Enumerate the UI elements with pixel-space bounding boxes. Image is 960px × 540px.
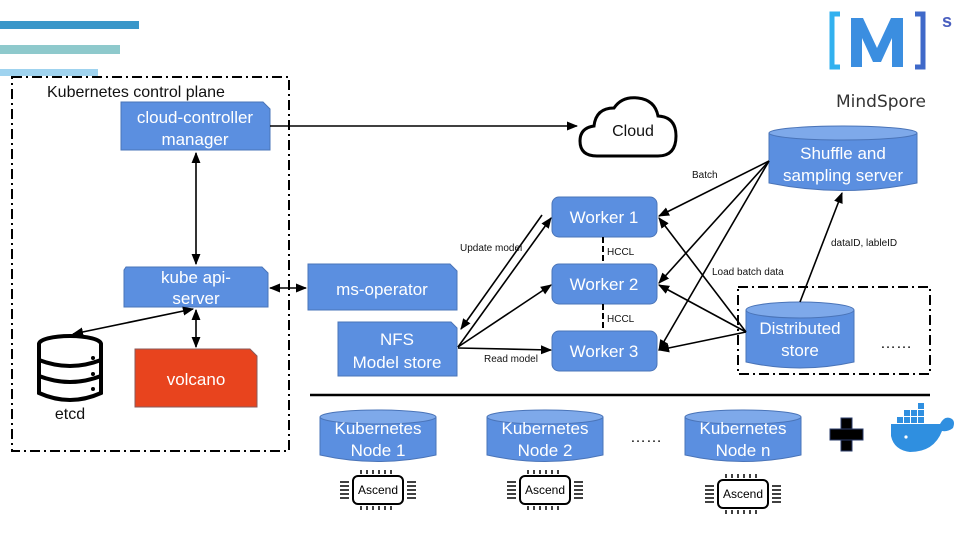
node-1-label-2: Node 1 [351, 441, 406, 460]
arrow-batch-worker1 [657, 160, 770, 217]
read-model-label: Read model [484, 354, 538, 365]
node-2-label-2: Node 2 [518, 441, 573, 460]
nodes-ellipsis: …… [630, 429, 662, 446]
distributed-store-label-1: Distributed [759, 319, 840, 338]
kubernetes-node-n[interactable]: Kubernetes Node n [684, 409, 802, 462]
hccl-label-1: HCCL [607, 247, 635, 258]
distributed-store-more: …… [880, 335, 912, 352]
load-batch-data-label: Load batch data [712, 267, 784, 278]
arrow-dataid-labelid [799, 191, 843, 303]
cloud-controller-label-2: manager [161, 130, 228, 149]
docker-whale-icon [891, 403, 954, 452]
control-plane-title: Kubernetes control plane [47, 84, 225, 101]
arrow-nfs-worker1 [457, 217, 552, 348]
cloud-controller-label-1: cloud-controller [137, 108, 254, 127]
node-n-label-1: Kubernetes [700, 419, 787, 438]
logo-wordmark: MindSpore [836, 92, 926, 112]
ascend-chip-icon-1: Ascend [340, 470, 416, 510]
stripe-2 [0, 45, 120, 54]
header-stripes [0, 21, 139, 76]
batch-label: Batch [692, 170, 718, 181]
arrow-batch-worker3 [658, 160, 770, 351]
shuffle-label-2: sampling server [783, 166, 903, 185]
arrow-apiserver-etcd [71, 306, 195, 337]
logo-m-mark [851, 18, 903, 67]
stripe-3 [0, 69, 98, 76]
arrow-load-worker1 [658, 217, 747, 333]
worker-3-label: Worker 3 [570, 342, 639, 361]
mindspore-logo: s MindSpore [829, 11, 952, 112]
hccl-label-2: HCCL [607, 314, 635, 325]
arrow-batch-worker2 [658, 160, 770, 284]
distributed-store-label-2: store [781, 341, 819, 360]
worker-1-label: Worker 1 [570, 208, 639, 227]
worker-2-box[interactable]: Worker 2 [551, 263, 658, 305]
distributed-store-frame [737, 286, 931, 375]
kubernetes-node-1[interactable]: Kubernetes Node 1 [319, 409, 437, 462]
logo-superscript: s [942, 11, 952, 31]
ascend-label-1: Ascend [358, 483, 398, 497]
nfs-label-1: NFS [380, 330, 414, 349]
logo-left-bracket [829, 11, 840, 70]
ms-operator-label: ms-operator [336, 280, 428, 299]
shuffle-sampling-server-cylinder[interactable]: Shuffle and sampling server [768, 125, 918, 191]
plus-icon [829, 417, 864, 452]
nfs-label-2: Model store [353, 353, 442, 372]
worker-3-box[interactable]: Worker 3 [551, 330, 658, 372]
kubernetes-node-2[interactable]: Kubernetes Node 2 [486, 409, 604, 462]
arrow-update-model [460, 214, 543, 330]
ascend-chip-icon-n: Ascend [705, 474, 781, 514]
arrow-nfs-worker2 [457, 284, 552, 348]
stripe-1 [0, 21, 139, 29]
data-label-ids-label: dataID, lableID [831, 238, 897, 249]
arrow-load-worker2 [658, 284, 747, 333]
arrow-nfs-worker3 [457, 345, 553, 355]
control-plane-frame [11, 76, 290, 452]
api-server-label-1: kube api- [161, 268, 231, 287]
cloud-icon [578, 96, 678, 158]
etcd-database-icon [37, 334, 103, 402]
cloud-controller-manager-box[interactable]: cloud-controller manager [120, 101, 271, 151]
node-1-label-1: Kubernetes [335, 419, 422, 438]
ascend-label-n: Ascend [723, 487, 763, 501]
worker-1-box[interactable]: Worker 1 [551, 196, 658, 238]
node-2-label-1: Kubernetes [502, 419, 589, 438]
etcd-label: etcd [55, 406, 85, 423]
shuffle-label-1: Shuffle and [800, 144, 886, 163]
kube-api-server-box[interactable]: kube api- server [123, 266, 269, 308]
arrow-load-worker3 [657, 331, 747, 353]
cloud-label: Cloud [612, 123, 654, 140]
api-server-label-2: server [172, 289, 220, 308]
worker-2-label: Worker 2 [570, 275, 639, 294]
ascend-chip-icon-2: Ascend [507, 470, 583, 510]
ascend-label-2: Ascend [525, 483, 565, 497]
volcano-box[interactable]: volcano [134, 348, 258, 408]
logo-right-bracket [915, 11, 926, 70]
distributed-store-cylinder[interactable]: Distributed store [745, 301, 855, 369]
ms-operator-box[interactable]: ms-operator [307, 263, 458, 311]
volcano-label: volcano [167, 370, 226, 389]
update-model-label: Update model [460, 243, 522, 254]
node-n-label-2: Node n [716, 441, 771, 460]
nfs-model-store-box[interactable]: NFS Model store [337, 321, 458, 377]
